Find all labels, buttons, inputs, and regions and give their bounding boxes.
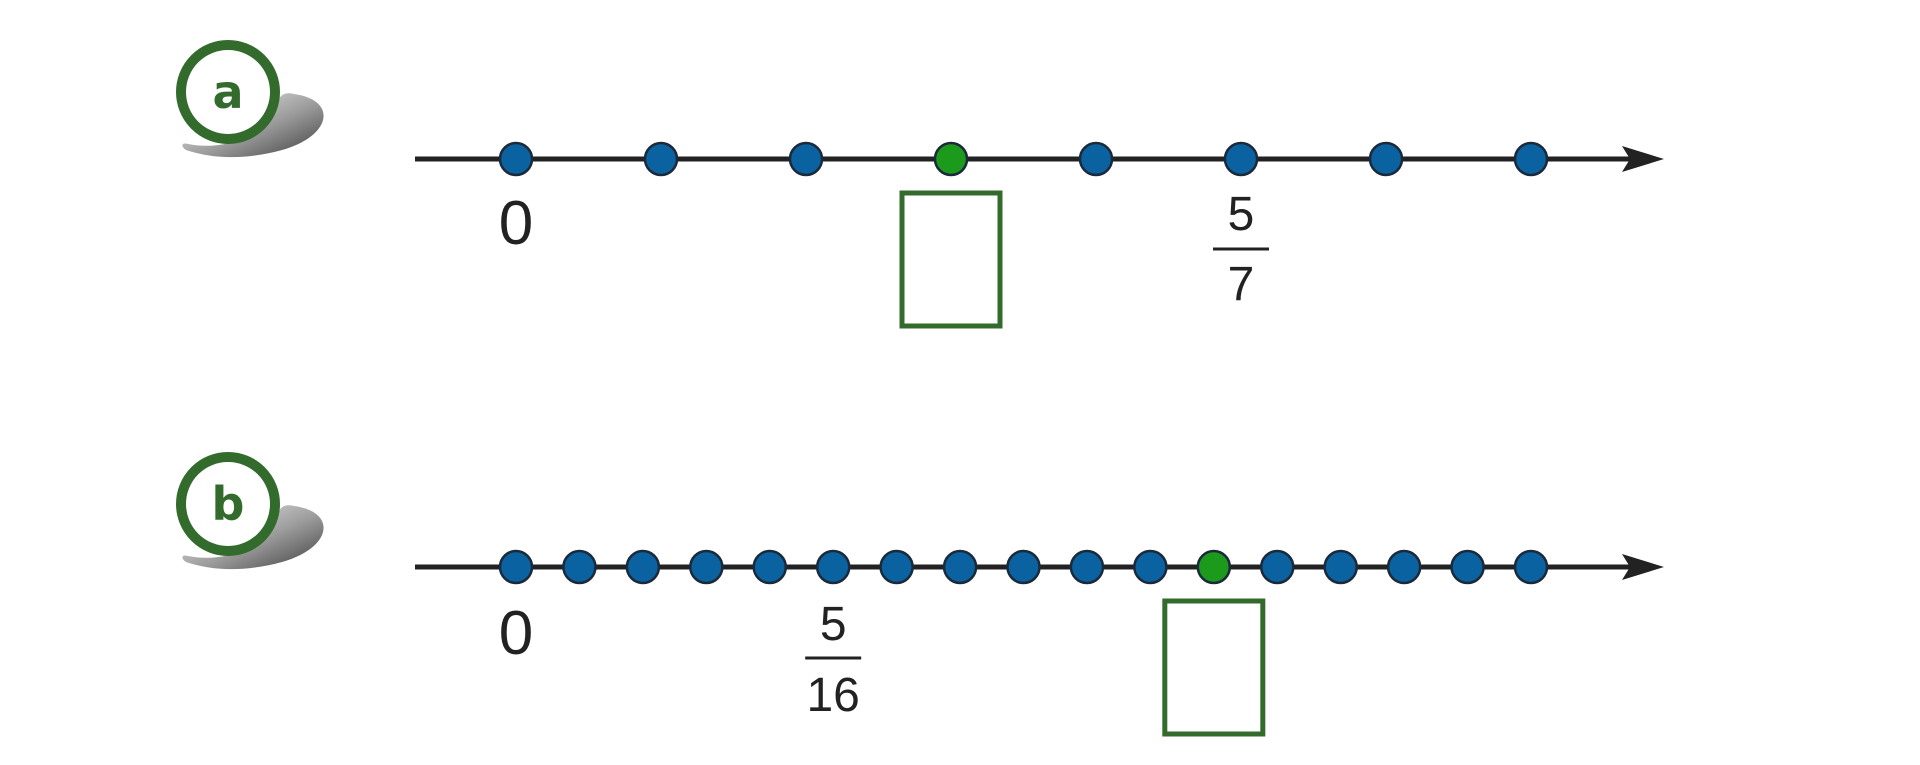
known-fraction-label: 5 16: [805, 598, 862, 722]
tick-point: [1323, 549, 1358, 585]
badge-letter: a: [212, 65, 243, 119]
tick-point: [498, 141, 534, 177]
known-fraction-label: 5 7: [1213, 188, 1269, 311]
badge-ring: [176, 40, 280, 144]
tick-point: [562, 549, 597, 585]
badge-ring: [176, 452, 280, 556]
badge-shadow: [182, 93, 324, 158]
tick-point: [1069, 549, 1105, 585]
number-line-a: [415, 141, 1664, 177]
tick-point: [1078, 141, 1114, 177]
badge-b: b: [176, 452, 324, 570]
badge-letter: b: [212, 477, 245, 531]
tick-point: [1386, 549, 1422, 585]
tick-point: [879, 549, 914, 585]
tick-point: [498, 549, 534, 585]
fraction-numerator: 5: [1228, 188, 1255, 241]
fraction-denominator: 7: [1228, 258, 1255, 311]
badge-a: a: [176, 40, 324, 158]
number-line-b: [415, 549, 1664, 585]
tick-point: [788, 141, 824, 177]
tick-point: [942, 549, 978, 585]
tick-point: [1223, 141, 1259, 177]
problem-b: b 0 5 16: [176, 452, 1664, 737]
tick-point: [1006, 549, 1041, 585]
axis-arrowhead: [1622, 146, 1664, 172]
answer-box[interactable]: [899, 190, 1003, 329]
tick-point: [689, 549, 724, 585]
fraction-numerator: 5: [820, 598, 847, 651]
zero-label: 0: [499, 189, 533, 258]
highlighted-point: [933, 141, 969, 177]
tick-point: [752, 549, 787, 585]
tick-point: [1513, 141, 1549, 177]
highlighted-point: [1196, 549, 1232, 585]
problem-a: a 0 5 7: [176, 40, 1664, 329]
tick-point: [1133, 549, 1168, 585]
zero-label: 0: [499, 599, 533, 668]
answer-box[interactable]: [1162, 598, 1266, 737]
tick-point: [1513, 549, 1549, 585]
points-b: [498, 549, 1549, 585]
fraction-denominator: 16: [806, 669, 859, 722]
tick-point: [815, 549, 851, 585]
points-a: [498, 141, 1549, 177]
tick-point: [1368, 141, 1404, 177]
tick-point: [1450, 549, 1485, 585]
tick-point: [643, 141, 679, 177]
badge-shadow: [182, 505, 324, 570]
tick-point: [625, 549, 661, 585]
axis-arrowhead: [1622, 554, 1664, 580]
tick-point: [1260, 549, 1295, 585]
